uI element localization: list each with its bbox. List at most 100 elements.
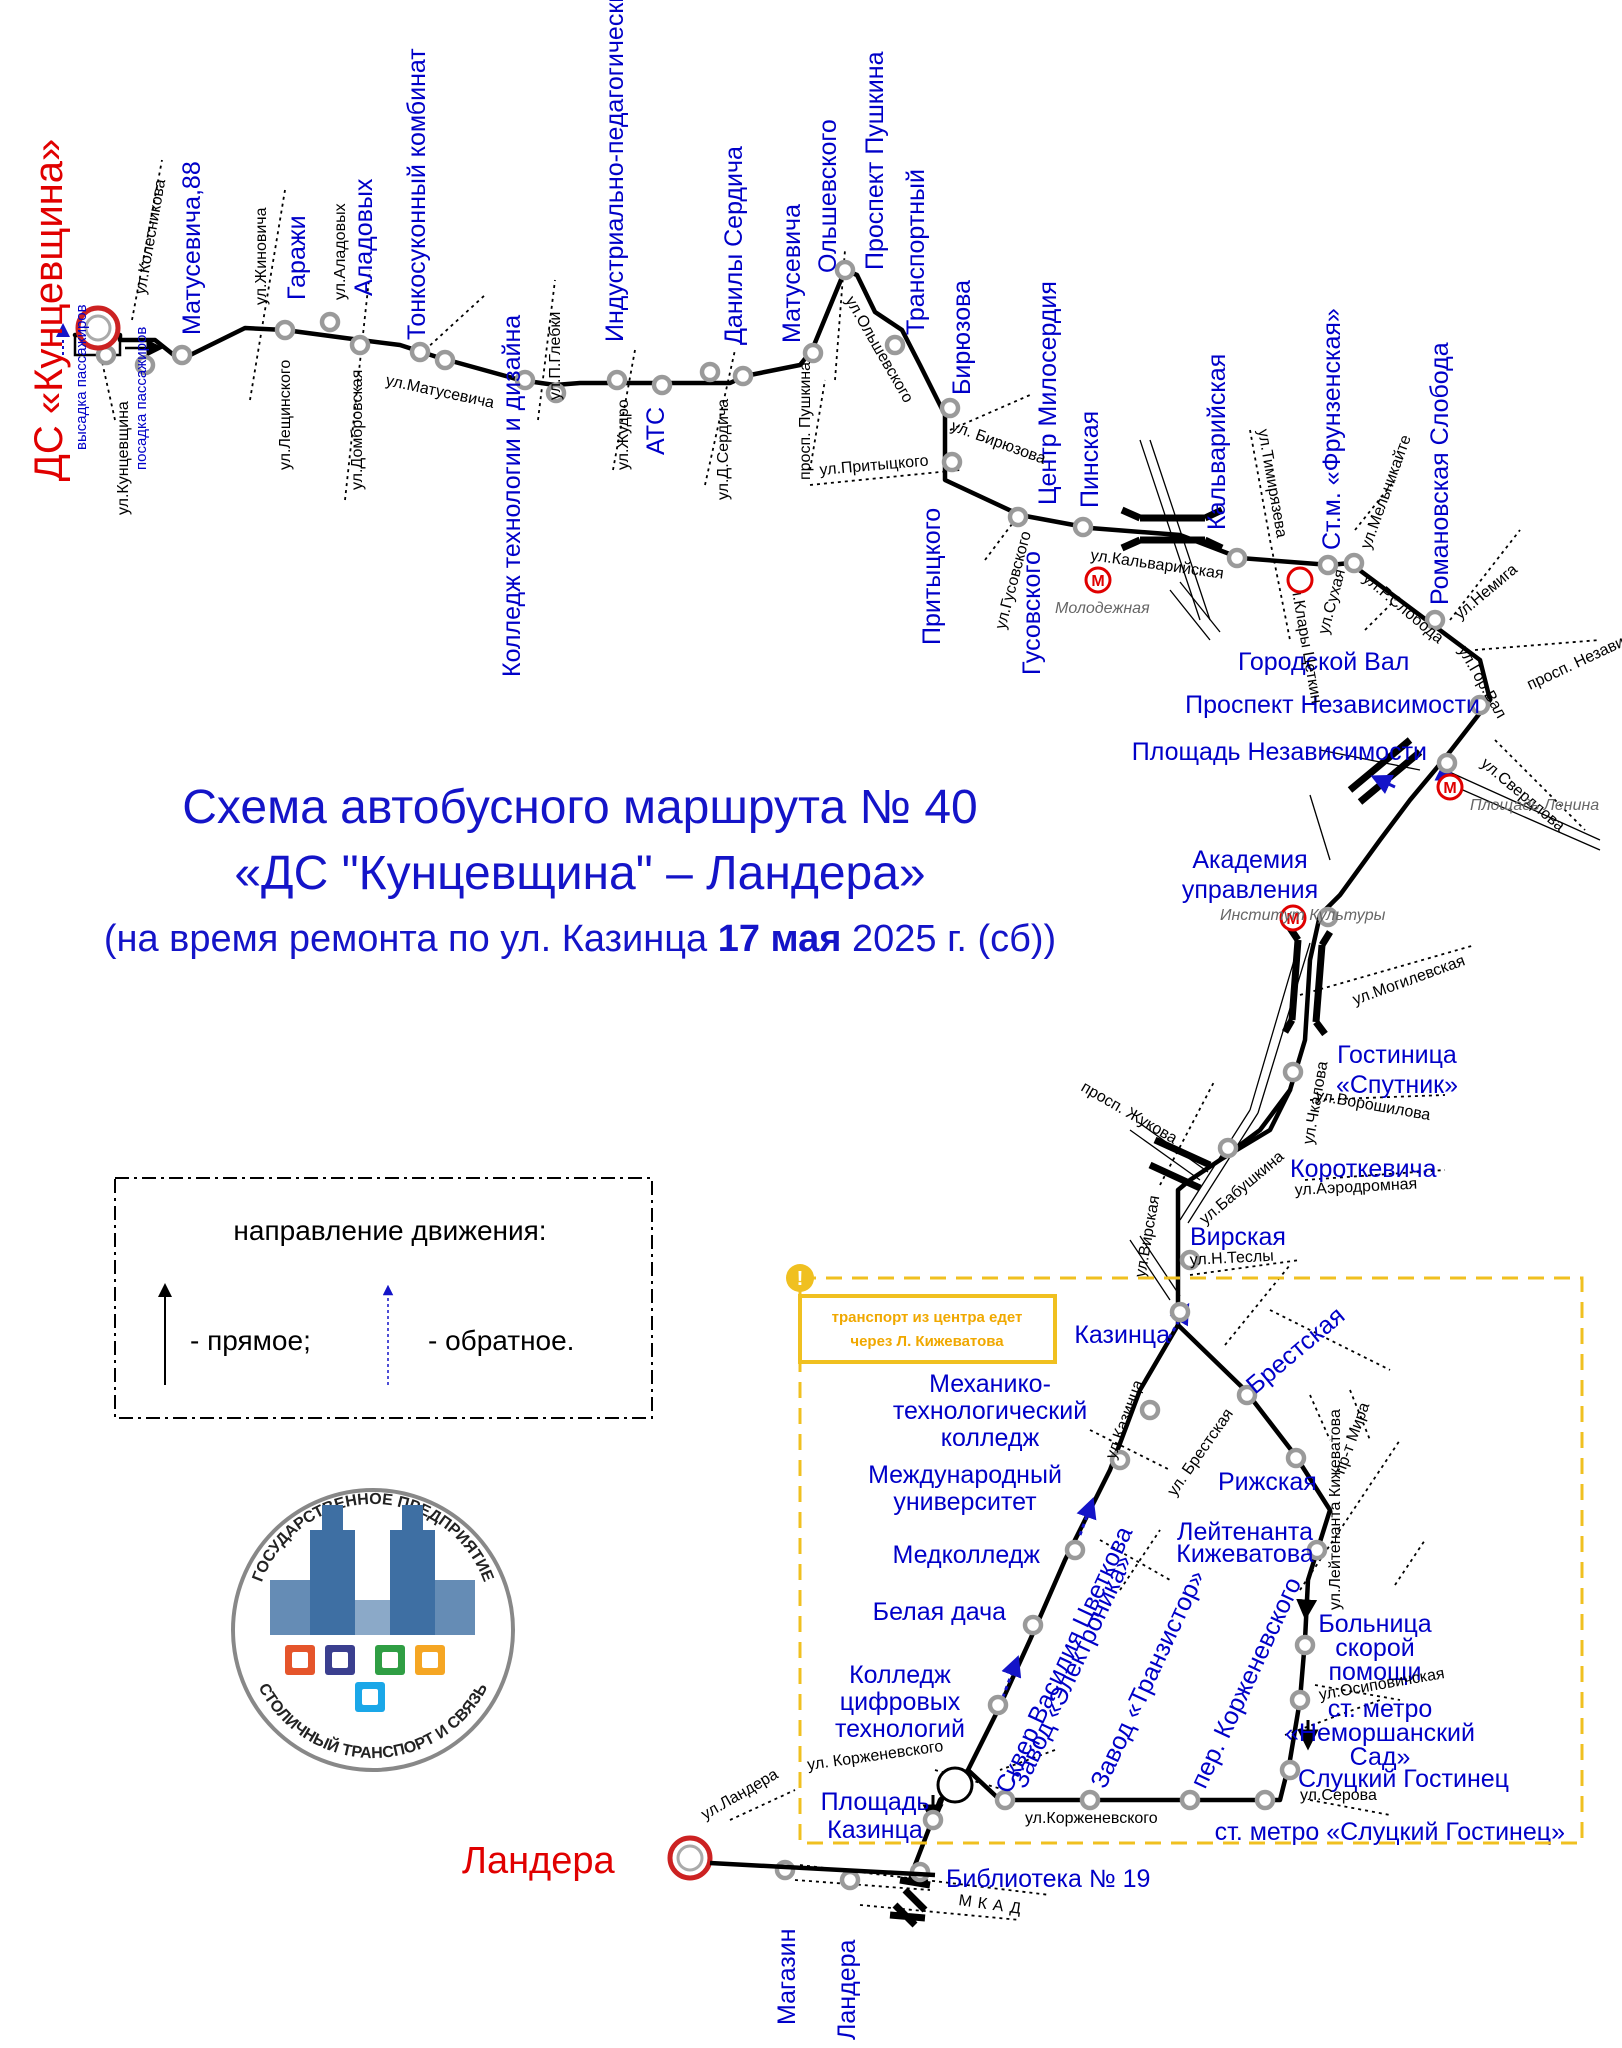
street-label: ул.Клары Цеткин xyxy=(1286,578,1325,705)
street-label: ул.Тимирязева xyxy=(1254,428,1290,539)
legend-reverse: - обратное. xyxy=(428,1325,574,1356)
street-lines xyxy=(94,159,1601,1921)
stop-label: технологий xyxy=(835,1715,965,1743)
street-label: ул.Свердлова xyxy=(1477,755,1567,835)
stop-label: Сад» xyxy=(1350,1743,1411,1771)
stop-label: «Спутник» xyxy=(1336,1071,1458,1099)
stop-label: «Неморшанский xyxy=(1285,1719,1475,1747)
metro-train-icon xyxy=(362,1689,378,1705)
stop-label: Брестская xyxy=(1241,1301,1350,1399)
stop-label: Медколледж xyxy=(893,1541,1041,1569)
kazinca-square-ring xyxy=(936,1766,974,1804)
stop-label: АТС xyxy=(642,407,670,455)
warning-icon xyxy=(786,1264,814,1292)
metro-name: Молодежная xyxy=(1055,600,1150,617)
metro-name: Площадь Ленина xyxy=(1470,797,1599,814)
legend-box xyxy=(114,1177,653,1419)
legend-forward: - прямое; xyxy=(190,1325,311,1356)
street-label: ул.Матусевича xyxy=(384,372,496,412)
street-label: ул.Корженевского xyxy=(1025,1810,1158,1827)
stop-label: Тонкосуконный комбинат xyxy=(403,48,431,340)
stop-label: помощи xyxy=(1328,1658,1421,1686)
street-label: МКАД xyxy=(957,1892,1027,1918)
metro-letter: М xyxy=(1091,573,1104,590)
stop-label: Кальварийская xyxy=(1203,354,1231,530)
stop-label: Притыцкого xyxy=(918,508,946,645)
stop-label: цифровых xyxy=(840,1688,961,1716)
notice-line-1: транспорт из центра едет xyxy=(832,1309,1023,1326)
stop-label: Белая дача xyxy=(873,1598,1006,1626)
stop-label: колледж xyxy=(941,1424,1040,1452)
title-date-bold: 17 мая xyxy=(717,918,842,960)
stop-label: Академия xyxy=(1192,846,1307,874)
stop-label: управления xyxy=(1182,876,1318,904)
stop-label: Матусевича,88 xyxy=(178,161,206,335)
stop-label: Проспект Независимости xyxy=(1185,691,1480,719)
stop-label: Площадь Независимости xyxy=(1132,738,1427,766)
street-label: ул.Жиновича xyxy=(253,207,270,305)
stop-label: ст. метро «Слуцкий Гостинец» xyxy=(1215,1818,1565,1846)
street-label: ул.Жудро xyxy=(615,399,632,470)
stop-label: Лейтенанта xyxy=(1177,1518,1313,1546)
title-date-prefix: (на время ремонта по ул. Казинца xyxy=(103,918,718,960)
stop-label: Рижская xyxy=(1218,1468,1317,1496)
stop-label: Гостиница xyxy=(1337,1041,1457,1069)
stop-label: Транспортный xyxy=(902,169,930,335)
street-label: просп. Пушкина xyxy=(797,362,814,480)
street-label: просп. Независимости xyxy=(1525,608,1622,694)
trolleybus-icon xyxy=(382,1652,398,1668)
street-label: ул.Аладовых xyxy=(332,203,349,300)
warning-glyph: ! xyxy=(797,1268,804,1290)
stop-label: Гусовского xyxy=(1018,551,1046,675)
street-label: ул.Казинца xyxy=(1103,1378,1147,1462)
stop-label: Гаражи xyxy=(283,215,311,300)
metro-icon xyxy=(1084,566,1112,594)
stop-label: Ст.м. «Фрунзенская» xyxy=(1318,308,1346,550)
logo-transport-tiles xyxy=(285,1645,445,1712)
street-label: ул.Аэродромная xyxy=(1294,1176,1417,1199)
stop-label: Казинца xyxy=(827,1816,923,1844)
street-label: ул.Колесникова xyxy=(132,178,169,296)
stop-label: Ландера xyxy=(833,1939,861,2040)
stop-label: Индустриально-педагогический колледж xyxy=(601,0,629,342)
stop-label: Центр Милосердия xyxy=(1034,281,1062,505)
title-line-3: (на время ремонта по ул. Казинца 17 мая … xyxy=(40,918,1120,961)
stop-label: Пинская xyxy=(1076,411,1104,508)
boarding-note: посадка пассажиров xyxy=(133,327,150,470)
stop-label: Аладовых xyxy=(350,178,378,296)
metro-letter: М xyxy=(1443,780,1456,797)
metro-icon xyxy=(1286,566,1314,594)
street-label: ул.Кунцевщина xyxy=(115,401,132,515)
stop-label: Колледж технологии и дизайна xyxy=(498,315,526,677)
stop-label: университет xyxy=(893,1488,1037,1516)
street-label: ул.Сухая xyxy=(1315,568,1349,637)
street-label: ул.Мельникайте xyxy=(1358,433,1415,552)
street-label: ул. Корженевского xyxy=(806,1738,944,1774)
logo-buildings xyxy=(270,1505,475,1635)
street-label: ул.Серова xyxy=(1300,1787,1377,1804)
stop-label: технологический xyxy=(893,1397,1087,1425)
street-label: ул.Притыцкого xyxy=(819,453,929,479)
stop-label: Ольшевского xyxy=(814,119,842,273)
stop-label: Больница xyxy=(1318,1610,1431,1638)
notice-box xyxy=(798,1294,1057,1364)
stop-label: Площадь xyxy=(821,1788,930,1816)
minibus-icon xyxy=(422,1652,438,1668)
terminus-end-label: Ландера xyxy=(462,1840,615,1882)
terminus-end-inner xyxy=(676,1844,704,1872)
title-line-1: Схема автобусного маршрута № 40 xyxy=(182,781,978,834)
street-label: ул.Ландера xyxy=(699,1766,782,1824)
metro-icon xyxy=(1279,904,1307,932)
stop-label: Романовская Слобода xyxy=(1426,342,1454,605)
stop-label: Слуцкий Гостинец xyxy=(1298,1765,1509,1793)
metro-letter: М xyxy=(1286,911,1299,928)
dropoff-note: высадка пассажиров xyxy=(73,304,90,450)
metro-name: Институт Культуры xyxy=(1220,907,1386,924)
street-label: ул.Вирская xyxy=(1132,1194,1163,1279)
stop-label: Проспект Пушкина xyxy=(861,51,889,270)
bridges xyxy=(889,506,1423,1928)
stop-label: Матусевича xyxy=(778,204,806,343)
stop-label: Кижеватова xyxy=(1176,1540,1314,1568)
stop-label: Бирюзова xyxy=(948,280,976,395)
detour-area-boundary xyxy=(798,1276,1584,1845)
